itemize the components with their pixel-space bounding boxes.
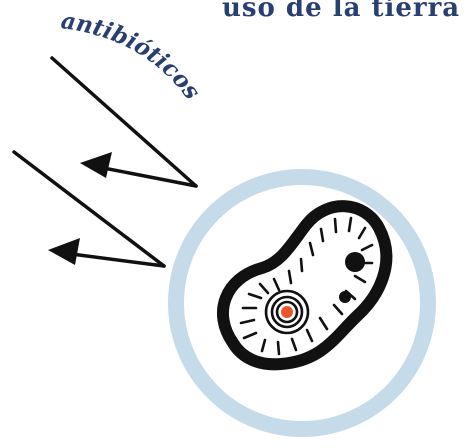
incoming-ray-lower — [12, 150, 166, 268]
incoming-ray-upper — [50, 56, 198, 188]
nucleus — [264, 289, 310, 335]
arrowhead-lower — [48, 238, 80, 265]
bacterium-cilia — [239, 216, 374, 356]
antibiotics-label-path: antibióticos — [59, 7, 205, 104]
antibiotics-label: antibióticos — [59, 7, 205, 104]
bacterium-icon — [217, 200, 393, 371]
deflection-arrows — [12, 56, 198, 268]
land-use-label: uso de la tierra — [222, 0, 460, 23]
bacterium-body — [217, 200, 393, 371]
arrowhead-upper — [80, 152, 112, 178]
organelle-small — [339, 291, 351, 303]
arrowheads — [48, 152, 112, 265]
nucleus-dot — [281, 306, 293, 318]
organelle-large — [345, 252, 365, 272]
